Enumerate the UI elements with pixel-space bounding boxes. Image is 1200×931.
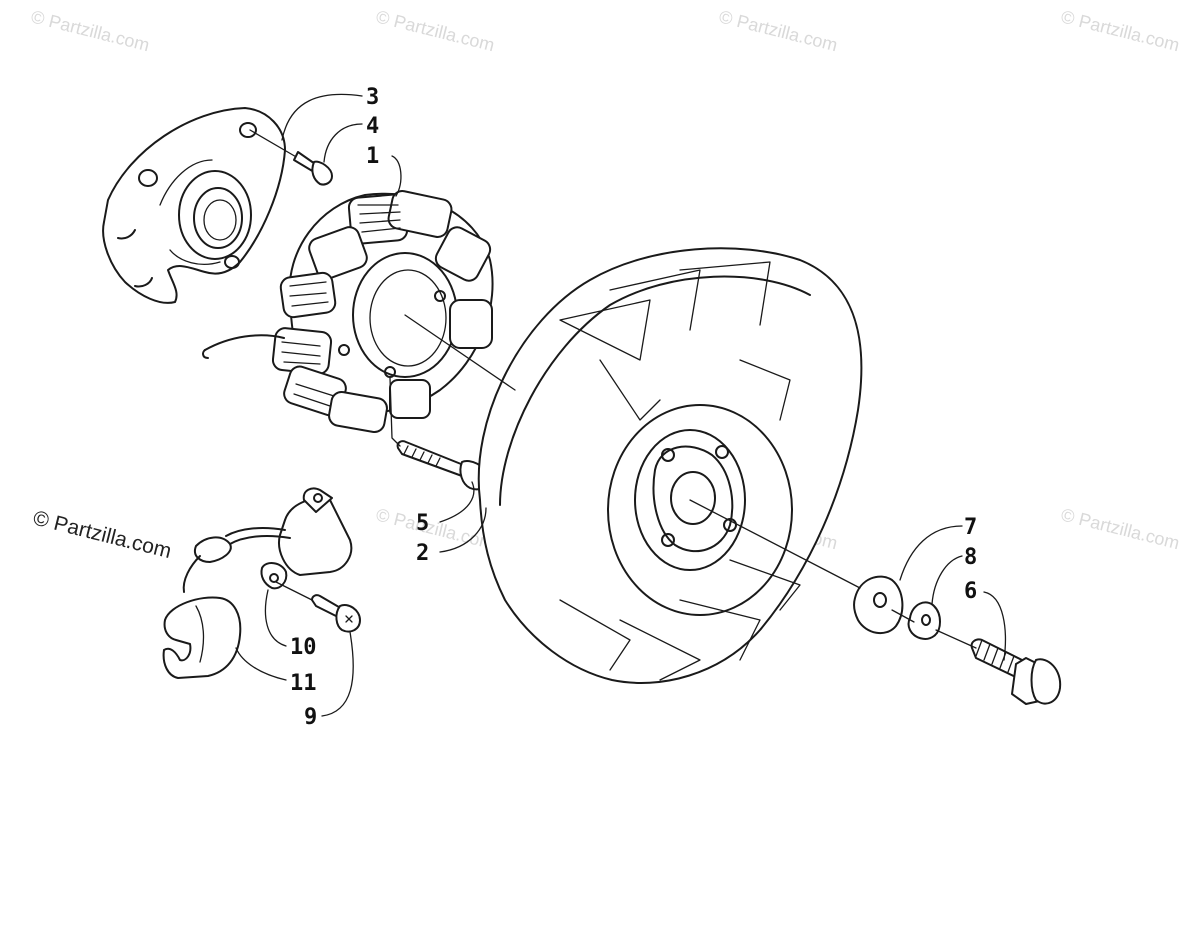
callout-1[interactable]: 1 [366,144,379,169]
bolt-part-6 [970,638,1062,705]
leader-10 [264,589,287,647]
washer [853,575,904,635]
lock-washer [907,601,941,640]
leader-2 [439,507,487,553]
stator-coil-assembly [202,190,494,434]
stator-base-plate [102,107,286,304]
callout-7[interactable]: 7 [964,515,977,540]
callout-9[interactable]: 9 [304,705,317,730]
watermark-2: © Partzilla.com [374,6,497,55]
watermark-1: © Partzilla.com [29,6,152,55]
leader-7 [899,525,963,581]
bolt-part-5 [396,440,490,491]
callout-2[interactable]: 2 [416,541,429,566]
leader-9 [321,631,354,717]
assembly-lines [275,314,977,649]
watermark-dark: © Partzilla.com [31,507,174,564]
grommet [162,596,242,679]
callout-10[interactable]: 10 [290,635,317,660]
leader-6 [983,591,1007,661]
callout-4[interactable]: 4 [366,114,379,139]
watermark-7: © Partzilla.com [1059,504,1182,553]
leader-11 [235,647,287,681]
callout-8[interactable]: 8 [964,545,977,570]
leader-3 [281,93,363,141]
watermark-4: © Partzilla.com [1059,6,1182,55]
screw-part-9 [311,594,361,633]
watermark-5: © Partzilla.com [374,504,497,553]
callout-5[interactable]: 5 [416,511,429,536]
callout-6[interactable]: 6 [964,579,977,604]
flywheel [477,247,863,684]
leader-1 [391,155,402,197]
callout-11[interactable]: 11 [290,671,317,696]
screw-part-4 [249,129,333,186]
callout-3[interactable]: 3 [366,85,379,110]
leader-8 [931,555,963,605]
leader-5 [439,481,475,523]
leader-lines [235,93,1007,717]
leader-4 [323,123,363,163]
callouts: 3 4 1 5 2 7 8 6 10 11 9 [290,85,977,730]
pulser-coil [182,487,353,593]
watermark-3: © Partzilla.com [717,6,840,55]
